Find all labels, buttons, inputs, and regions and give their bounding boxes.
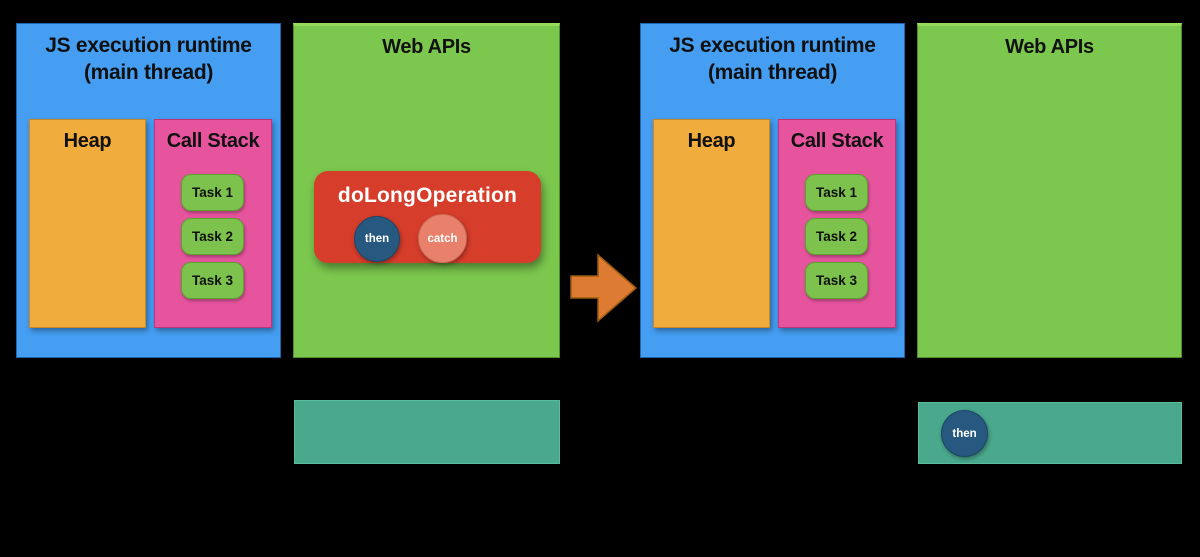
heap-label: Heap [687, 130, 736, 152]
task-item: Task 1 [805, 174, 868, 211]
heap-box-right: Heap [653, 119, 770, 328]
do-long-operation-label: doLongOperation [337, 184, 518, 207]
queue-box-right: then [918, 402, 1182, 464]
call-stack-label: Call Stack [166, 130, 260, 152]
call-stack-box-left: Call Stack Task 1 Task 2 Task 3 [154, 119, 272, 328]
queue-box-left [294, 400, 560, 464]
heap-box-left: Heap [29, 119, 146, 328]
runtime-title-line2: (main thread) [83, 61, 214, 84]
call-stack-box-right: Call Stack Task 1 Task 2 Task 3 [778, 119, 896, 328]
heap-label: Heap [63, 130, 112, 152]
runtime-title-line1: JS execution runtime [669, 34, 876, 57]
runtime-title-right: JS execution runtime (main thread) [641, 24, 904, 86]
js-runtime-box-right: JS execution runtime (main thread) Heap … [640, 23, 905, 358]
catch-handler-chip: catch [418, 214, 467, 263]
task-item: Task 1 [181, 174, 244, 211]
runtime-title-line1: JS execution runtime [45, 34, 252, 57]
task-item: Task 2 [805, 218, 868, 255]
web-apis-box-left: Web APIs doLongOperation then catch [293, 23, 560, 358]
transition-arrow-icon [570, 253, 638, 323]
runtime-title-left: JS execution runtime (main thread) [17, 24, 280, 86]
web-apis-box-right: Web APIs [917, 23, 1182, 358]
runtime-title-line2: (main thread) [707, 61, 838, 84]
js-runtime-box-left: JS execution runtime (main thread) Heap … [16, 23, 281, 358]
then-queued-chip: then [941, 410, 988, 457]
task-item: Task 3 [181, 262, 244, 299]
do-long-operation-box: doLongOperation then catch [314, 171, 541, 263]
web-apis-label: Web APIs [382, 36, 471, 58]
task-item: Task 2 [181, 218, 244, 255]
web-apis-label: Web APIs [1005, 36, 1094, 58]
task-item: Task 3 [805, 262, 868, 299]
call-stack-label: Call Stack [790, 130, 884, 152]
then-handler-chip: then [354, 216, 400, 262]
